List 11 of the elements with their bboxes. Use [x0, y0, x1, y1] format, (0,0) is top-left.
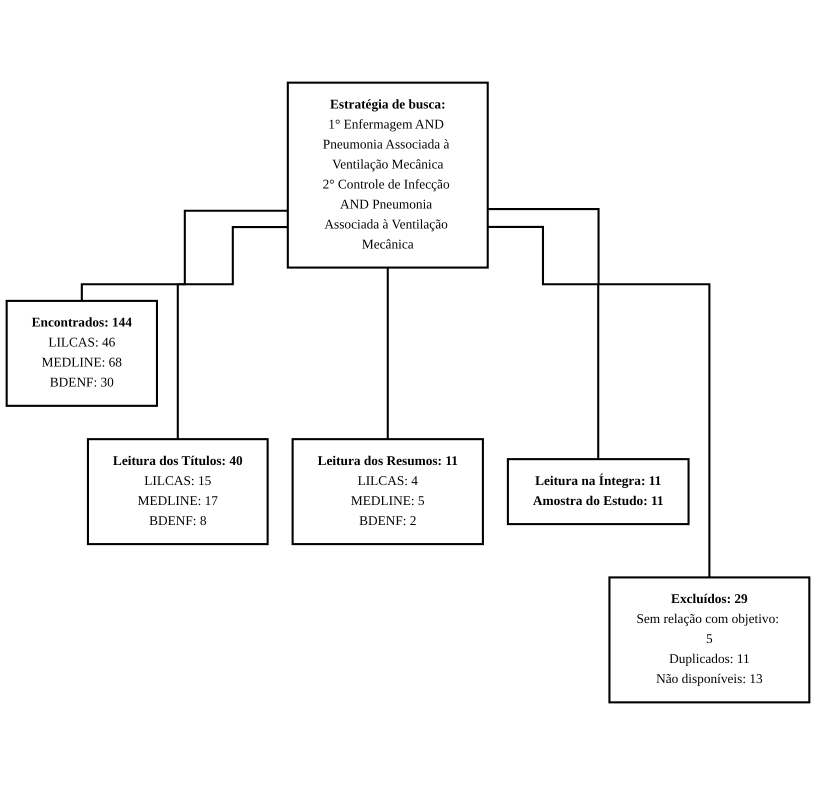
- connector: [488, 208, 710, 578]
- node-box: Excluídos: 29 Sem relação com objetivo: 5 Duplicados: 11 Não disponíveis: 13: [608, 576, 810, 704]
- node-box: Estratégia de busca: 1° Enfermagem AND Pneumonia Associada à Ventilação Mecânica 2° Controle de Infecção AND Pneumonia Associada à Ventilação Mecânica: [286, 82, 489, 269]
- connector: [386, 266, 389, 440]
- node-box: Leitura dos Resumos: 11 LILCAS: 4 MEDLINE: 5 BDENF: 2: [292, 438, 484, 546]
- node-box: Leitura dos Títulos: 40 LILCAS: 15 MEDLINE: 17 BDENF: 8: [86, 438, 269, 546]
- connector: [176, 226, 288, 440]
- node-box: Encontrados: 144 LILCAS: 46 MEDLINE: 68 BDENF: 30: [6, 300, 158, 407]
- connector: [80, 210, 288, 302]
- connector: [488, 226, 600, 460]
- node-box: Leitura na Íntegra: 11 Amostra do Estudo: 11: [506, 458, 690, 526]
